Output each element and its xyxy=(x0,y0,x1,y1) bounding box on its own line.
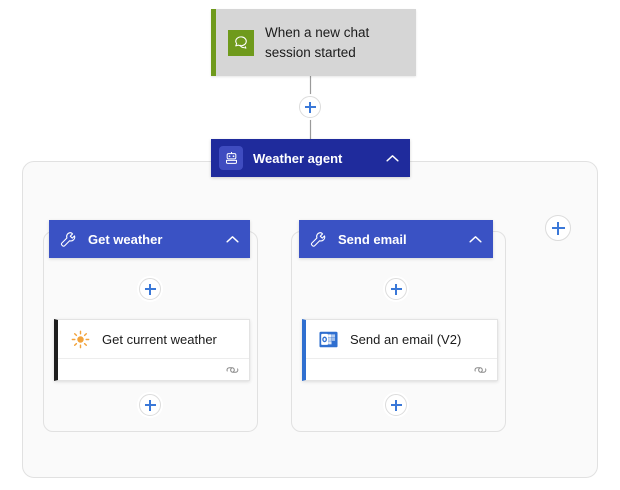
agent-label: Weather agent xyxy=(253,150,343,166)
action-card-footer xyxy=(306,359,497,380)
action-card-header: Get current weather xyxy=(58,320,249,359)
add-step-below-get-current-weather-button[interactable] xyxy=(139,394,161,416)
connector-link-icon xyxy=(473,364,488,376)
add-step-above-send-an-email-button[interactable] xyxy=(385,278,407,300)
chevron-up-icon[interactable] xyxy=(383,149,401,167)
action-card-header: Send an email (V2) xyxy=(306,320,497,359)
chevron-up-icon[interactable] xyxy=(466,230,484,248)
sun-icon xyxy=(69,328,91,350)
wrench-icon xyxy=(310,231,327,248)
action-card-get-current-weather[interactable]: Get current weather xyxy=(54,319,250,381)
add-step-below-send-an-email-button[interactable] xyxy=(385,394,407,416)
tool-label: Send email xyxy=(338,231,407,247)
add-tool-button[interactable] xyxy=(545,215,571,241)
wrench-icon xyxy=(60,231,77,248)
add-step-after-trigger-button[interactable] xyxy=(299,96,321,118)
trigger-node[interactable]: When a new chat session started xyxy=(211,9,416,76)
connector-link-icon xyxy=(225,364,240,376)
action-card-footer xyxy=(58,359,249,380)
action-label: Get current weather xyxy=(102,331,217,347)
action-card-send-an-email[interactable]: Send an email (V2) xyxy=(302,319,498,381)
trigger-label: When a new chat session started xyxy=(265,24,370,60)
outlook-icon xyxy=(317,328,339,350)
chevron-up-icon[interactable] xyxy=(223,230,241,248)
tool-label: Get weather xyxy=(88,231,163,247)
robot-icon xyxy=(219,146,243,170)
agent-node-weather-agent[interactable]: Weather agent xyxy=(211,139,410,177)
action-label: Send an email (V2) xyxy=(350,331,462,347)
add-step-above-get-current-weather-button[interactable] xyxy=(139,278,161,300)
tool-node-send-email[interactable]: Send email xyxy=(299,220,493,258)
chat-bubble-icon xyxy=(228,29,254,56)
tool-node-get-weather[interactable]: Get weather xyxy=(49,220,250,258)
